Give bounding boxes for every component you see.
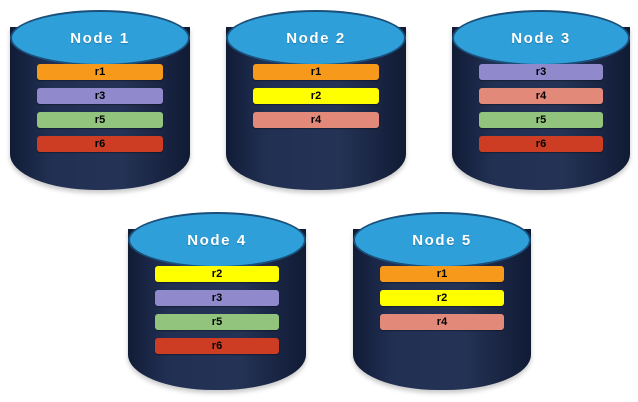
replica-bar[interactable]: r4 bbox=[379, 314, 505, 330]
node-label: Node 4 bbox=[187, 232, 247, 249]
replica-bar[interactable]: r5 bbox=[37, 112, 163, 128]
replica-bar[interactable]: r2 bbox=[154, 266, 280, 282]
database-node-4[interactable]: Node 4 r2 r3 r5 r6 bbox=[128, 212, 306, 390]
replica-list: r3 r4 r5 r6 bbox=[452, 64, 630, 152]
node-label: Node 1 bbox=[70, 30, 130, 47]
replica-bar[interactable]: r4 bbox=[478, 88, 604, 104]
node-label: Node 5 bbox=[412, 232, 472, 249]
replica-bar[interactable]: r6 bbox=[154, 338, 280, 354]
replica-bar[interactable]: r3 bbox=[478, 64, 604, 80]
replica-bar[interactable]: r1 bbox=[37, 64, 163, 80]
replica-bar[interactable]: r3 bbox=[37, 88, 163, 104]
database-node-3[interactable]: Node 3 r3 r4 r5 r6 bbox=[452, 10, 630, 190]
database-node-5[interactable]: Node 5 r1 r2 r4 bbox=[353, 212, 531, 390]
replica-list: r1 r2 r4 bbox=[353, 266, 531, 330]
cylinder-top-ellipse bbox=[353, 212, 531, 268]
replica-bar[interactable]: r6 bbox=[37, 136, 163, 152]
replica-bar[interactable]: r5 bbox=[154, 314, 280, 330]
database-node-1[interactable]: Node 1 r1 r3 r5 r6 bbox=[10, 10, 190, 190]
replica-bar[interactable]: r1 bbox=[379, 266, 505, 282]
replica-bar[interactable]: r3 bbox=[154, 290, 280, 306]
replica-list: r2 r3 r5 r6 bbox=[128, 266, 306, 354]
replica-bar[interactable]: r2 bbox=[379, 290, 505, 306]
replica-bar[interactable]: r6 bbox=[478, 136, 604, 152]
replica-bar[interactable]: r1 bbox=[253, 64, 379, 80]
replica-list: r1 r2 r4 bbox=[226, 64, 406, 128]
node-label: Node 2 bbox=[286, 30, 346, 47]
replica-bar[interactable]: r5 bbox=[478, 112, 604, 128]
replica-bar[interactable]: r2 bbox=[253, 88, 379, 104]
replica-bar[interactable]: r4 bbox=[253, 112, 379, 128]
node-label: Node 3 bbox=[511, 30, 571, 47]
replica-list: r1 r3 r5 r6 bbox=[10, 64, 190, 152]
database-node-2[interactable]: Node 2 r1 r2 r4 bbox=[226, 10, 406, 190]
